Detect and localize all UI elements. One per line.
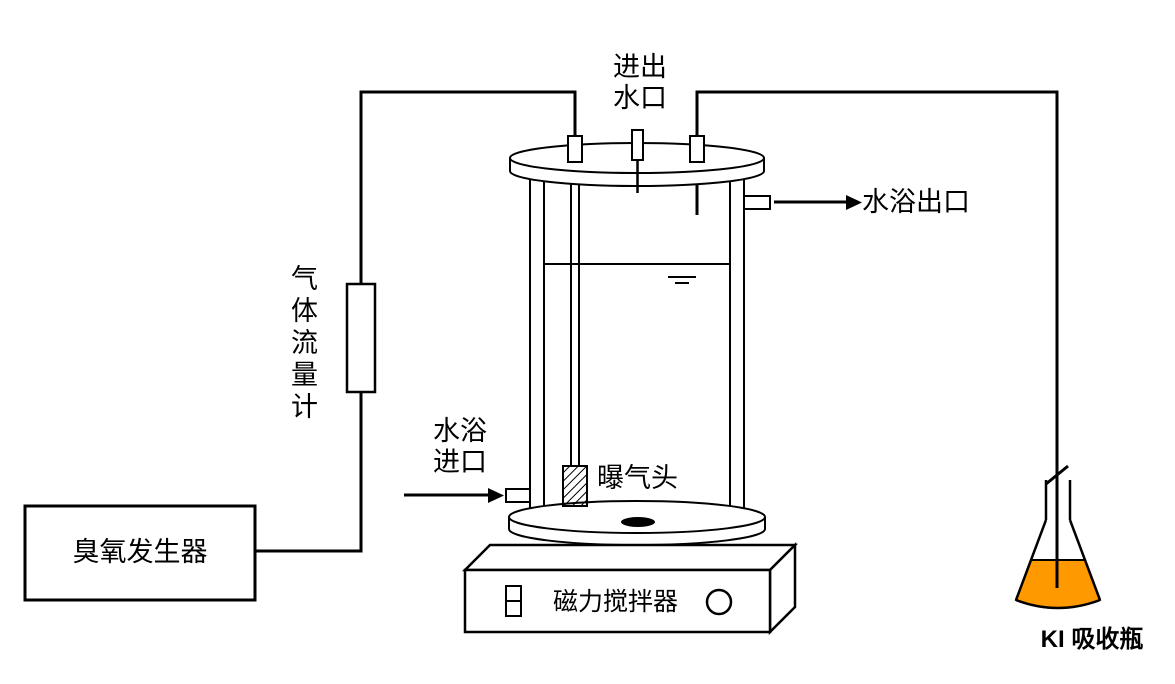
stirrer-indicator <box>505 585 522 617</box>
flask-stopper-tick <box>1045 464 1069 486</box>
stir-bar <box>621 517 655 527</box>
ozone-generator-label: 臭氧发生器 <box>72 537 208 567</box>
water-bath-outlet-port <box>743 195 771 210</box>
stirrer-knob <box>705 588 733 616</box>
water-level <box>545 263 729 284</box>
water-bath-inlet-label-line1: 水浴 <box>433 416 487 446</box>
water-inout-port-label-line1: 进出 <box>613 52 667 82</box>
aeration-head <box>562 465 588 507</box>
water-bath-outlet-label: 水浴出口 <box>862 187 970 217</box>
water-bath-inlet-arrow-icon <box>404 488 504 503</box>
gas-flow-meter <box>345 282 377 394</box>
water-bath-outlet-arrow-icon <box>774 195 862 210</box>
aeration-head-label: 曝气头 <box>597 463 678 493</box>
water-inout-port-label: 进出 水口 <box>588 52 692 114</box>
ozone-generator-box <box>23 504 257 602</box>
water-bath-inlet-label-line2: 进口 <box>433 447 487 477</box>
water-inout-port-label-line2: 水口 <box>613 83 667 113</box>
gas-flow-meter-label: 气体流量计 <box>287 264 317 424</box>
reactor-vessel-walls <box>529 170 745 512</box>
gas-tubing <box>255 90 577 553</box>
water-bath-inlet-port <box>505 488 531 503</box>
ki-flask <box>1014 464 1102 610</box>
aeration-tube <box>570 158 580 466</box>
ki-absorption-bottle-label: KI 吸收瓶 <box>1040 626 1144 653</box>
vessel-base <box>508 500 766 546</box>
lid-ports <box>567 129 705 193</box>
water-bath-inlet-label: 水浴 进口 <box>420 416 500 478</box>
magnetic-stirrer-label: 磁力搅拌器 <box>553 588 679 616</box>
